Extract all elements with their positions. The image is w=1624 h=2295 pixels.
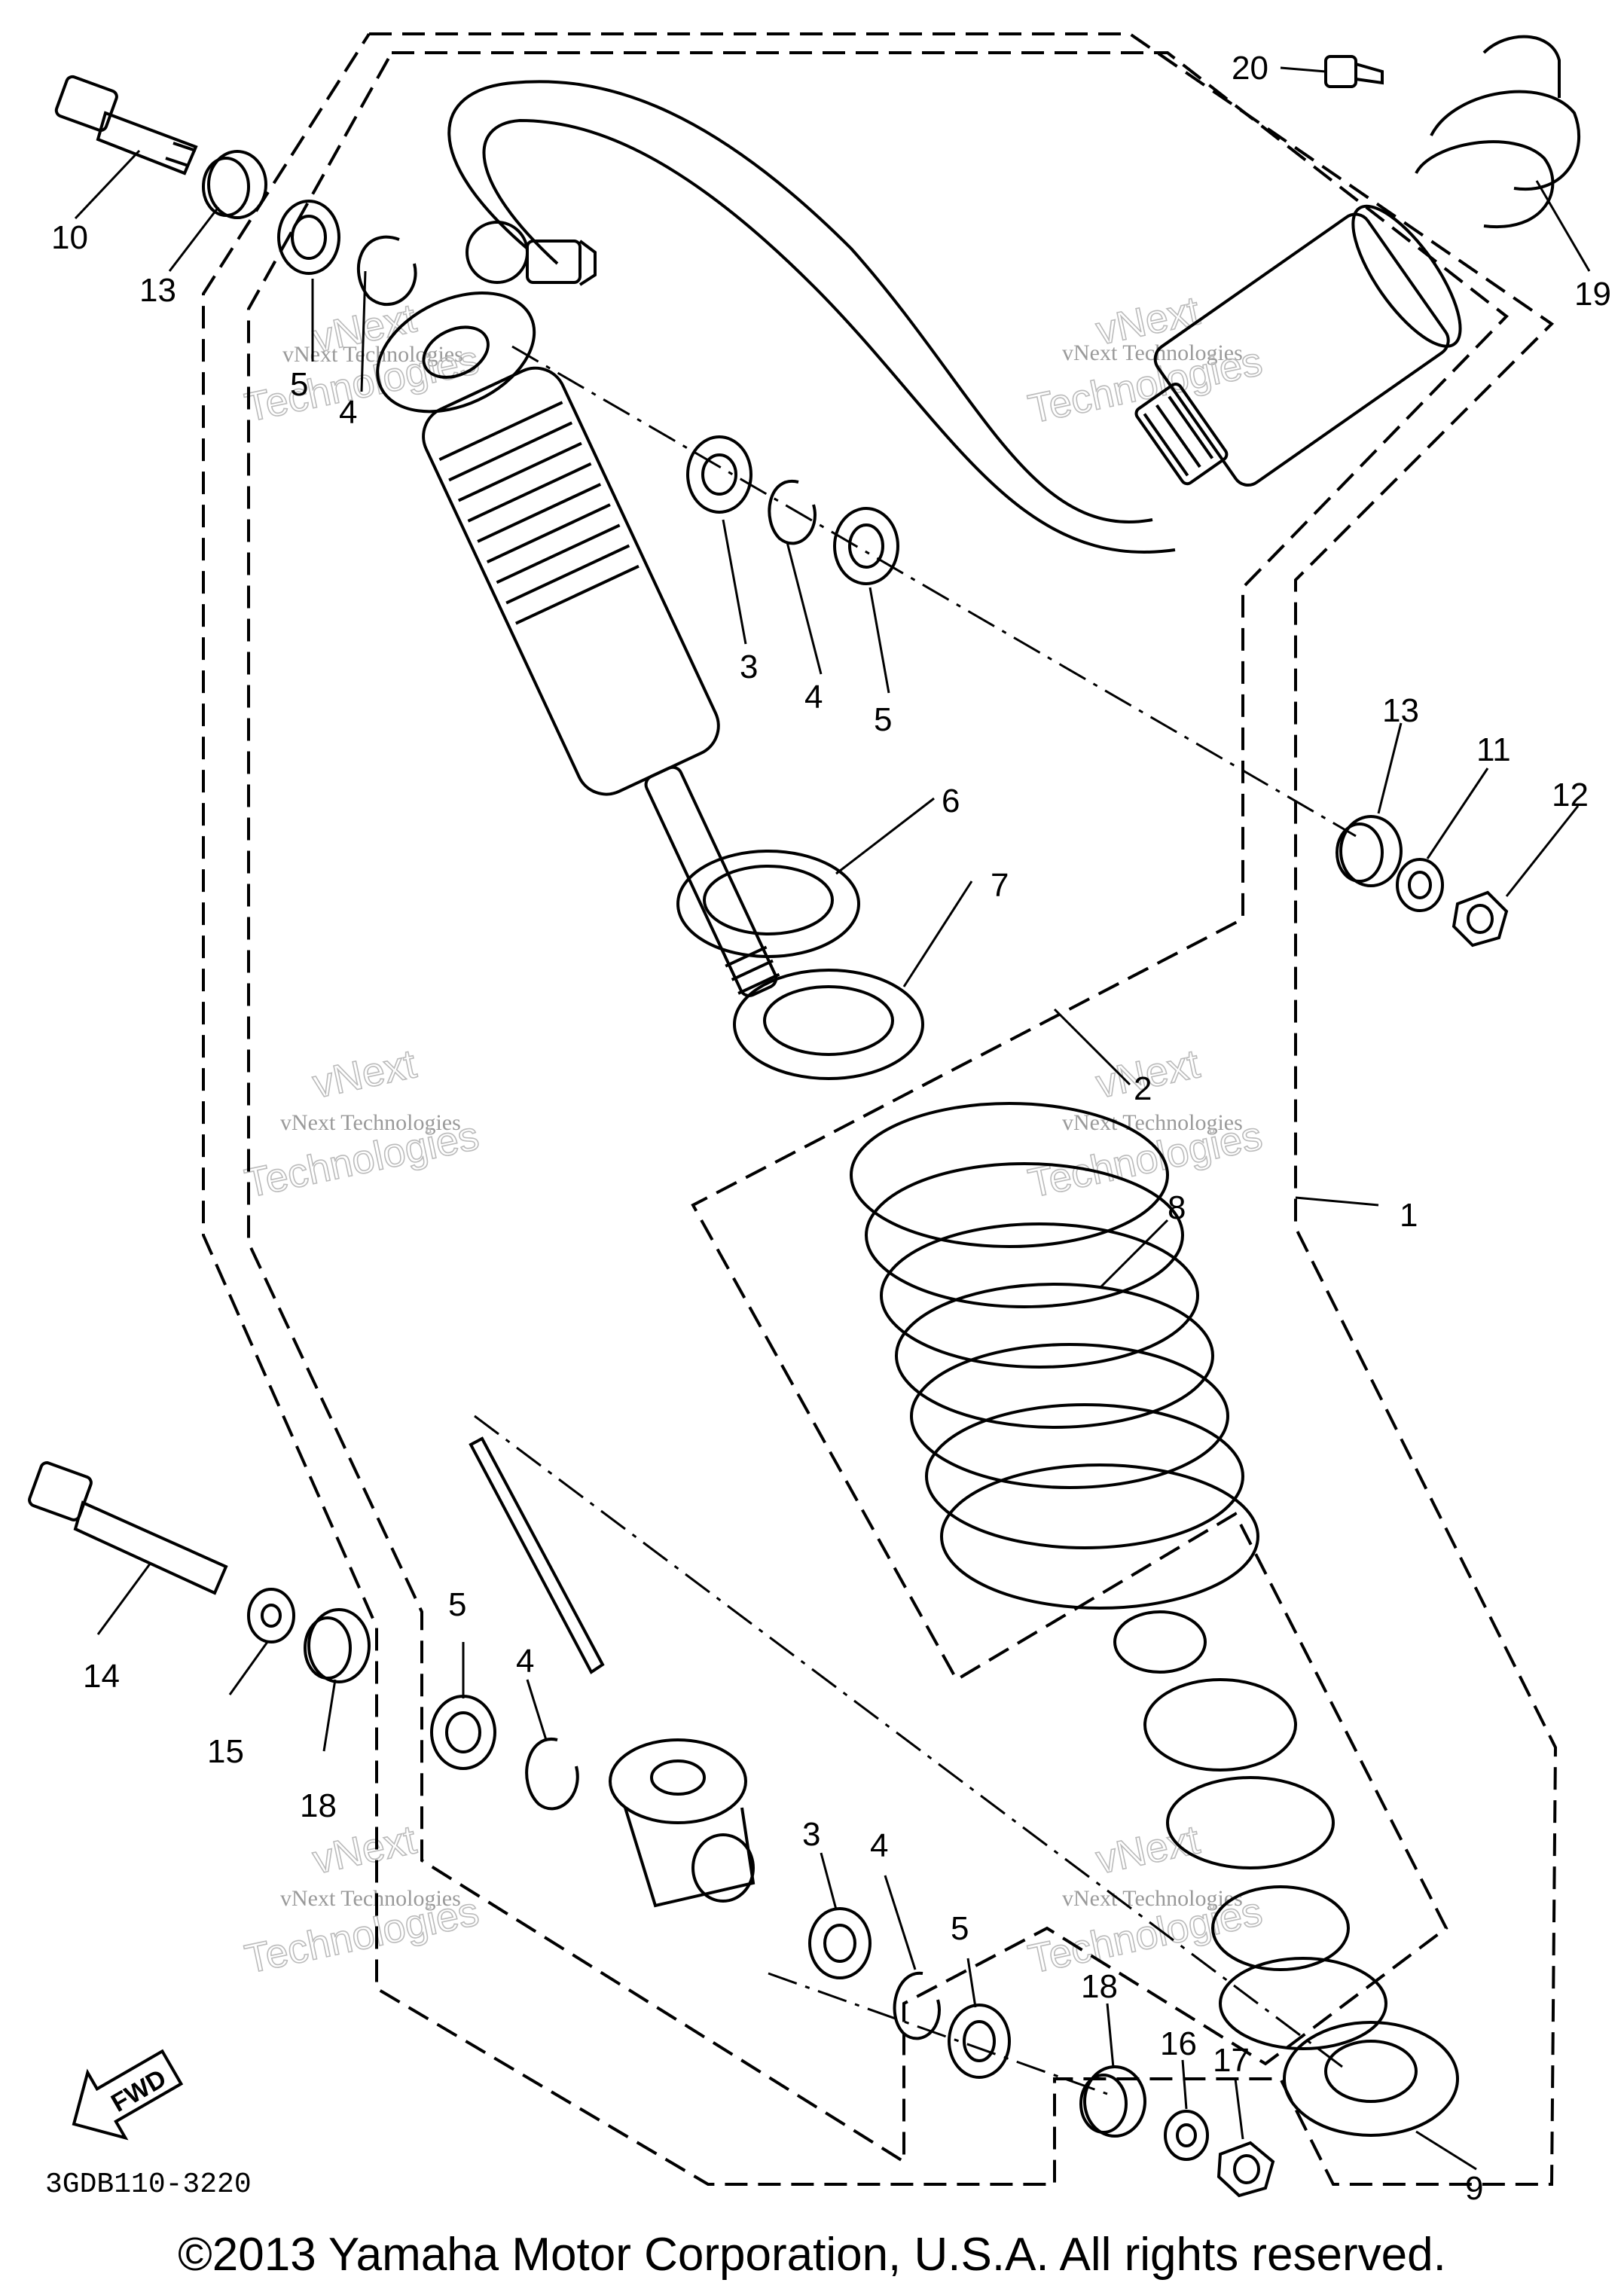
watermark-mid-left: vNext vNext Technologies Technologies <box>240 1041 483 1207</box>
part-20-bolt <box>1324 55 1384 88</box>
callout-3-bottom[interactable]: 3 <box>802 1816 820 1853</box>
part-19-band <box>1415 35 1581 229</box>
callout-17[interactable]: 17 <box>1213 2042 1250 2079</box>
callout-13-left[interactable]: 13 <box>139 272 176 309</box>
center-lines <box>474 345 1357 2095</box>
callout-4-bottom-left[interactable]: 4 <box>516 1643 534 1680</box>
callout-9[interactable]: 9 <box>1465 2170 1483 2207</box>
watermark-bottom-left: vNext vNext Technologies Technologies <box>240 1817 483 1983</box>
part-3-bushing-bottom <box>808 1907 872 1979</box>
adjuster-rings <box>676 850 924 1080</box>
part-4-circlip-top-left <box>356 235 417 307</box>
part-4-circlip-top <box>768 479 817 545</box>
lower-spring-seat-stack <box>1113 1610 1387 2050</box>
callout-13-right[interactable]: 13 <box>1382 692 1419 729</box>
svg-text:vNext Technologies: vNext Technologies <box>1062 340 1243 365</box>
svg-text:vNext: vNext <box>309 1041 420 1106</box>
part-13-collar-top-left <box>202 150 267 219</box>
lower-eye <box>609 1738 756 1908</box>
callout-18-bottom[interactable]: 18 <box>1081 1968 1118 2005</box>
callout-5-top-left[interactable]: 5 <box>290 366 308 403</box>
callout-12[interactable]: 12 <box>1552 777 1589 813</box>
part-17-nut <box>1216 2141 1275 2198</box>
callout-10[interactable]: 10 <box>51 219 88 256</box>
part-18-collar-bottom <box>1079 2065 1146 2138</box>
part-18-collar-left <box>304 1608 371 1683</box>
part-12-nut <box>1452 890 1509 948</box>
callout-3-top[interactable]: 3 <box>740 649 758 685</box>
assembly-1-boundary <box>202 32 1558 2186</box>
callout-1[interactable]: 1 <box>1400 1197 1418 1234</box>
svg-text:vNext Technologies: vNext Technologies <box>1062 1886 1243 1911</box>
callout-18-left[interactable]: 18 <box>300 1787 337 1824</box>
callout-5-bottom-left[interactable]: 5 <box>448 1586 466 1623</box>
part-7-locknut <box>733 969 924 1080</box>
callout-20[interactable]: 20 <box>1232 50 1268 87</box>
watermarks: vNext vNext Technologies Technologies vN… <box>240 288 1266 1983</box>
lower-mount-parts <box>28 1436 1275 2198</box>
part-14-bolt <box>28 1461 228 1595</box>
callout-7[interactable]: 7 <box>991 867 1009 904</box>
callout-2[interactable]: 2 <box>1134 1070 1152 1107</box>
part-5-seal-bottom <box>948 2004 1011 2079</box>
diagram-code: 3GDB110-3220 <box>45 2168 252 2201</box>
callout-11[interactable]: 11 <box>1476 731 1511 768</box>
part-13-collar-right <box>1336 815 1403 887</box>
callout-4-top-left[interactable]: 4 <box>339 394 357 431</box>
part-4-circlip-bottom-left <box>525 1737 579 1811</box>
part-11-washer <box>1396 858 1444 912</box>
watermark-mid-right: vNext vNext Technologies Technologies <box>1024 1041 1266 1207</box>
assembly-boundaries <box>202 32 1558 2186</box>
svg-text:vNext: vNext <box>309 1817 420 1882</box>
copyright-notice: ©2013 Yamaha Motor Corporation, U.S.A. A… <box>178 2229 1446 2281</box>
right-mount-parts <box>1336 815 1509 948</box>
reservoir-assembly <box>447 80 1462 554</box>
watermark-top-right: vNext vNext Technologies Technologies <box>1024 288 1266 433</box>
svg-text:vNext Technologies: vNext Technologies <box>280 1110 461 1135</box>
part-5-seal-top-left <box>277 200 340 275</box>
fwd-arrow: FWD <box>72 2049 184 2141</box>
part-16-washer <box>1164 2110 1209 2161</box>
callout-4-top[interactable]: 4 <box>804 679 823 716</box>
part-15-washer <box>247 1588 295 1643</box>
callout-8[interactable]: 8 <box>1168 1189 1186 1226</box>
part-5-seal-bottom-left <box>430 1695 496 1770</box>
shock-absorber-body <box>376 291 780 997</box>
callout-4-bottom[interactable]: 4 <box>870 1827 888 1864</box>
shaft-rod <box>469 1436 605 1674</box>
leader-lines <box>74 66 1591 2171</box>
callout-5-bottom[interactable]: 5 <box>951 1910 969 1947</box>
callout-15[interactable]: 15 <box>207 1733 244 1770</box>
part-8-coil-spring <box>850 1102 1259 1610</box>
part-6-ring-nut <box>676 850 860 958</box>
callout-14[interactable]: 14 <box>83 1658 120 1695</box>
part-9-spring-seat <box>1283 2021 1459 2137</box>
callout-19[interactable]: 19 <box>1574 276 1611 313</box>
callout-6[interactable]: 6 <box>942 783 960 819</box>
part-callouts: 1 2 3 3 4 4 4 4 5 5 5 5 6 7 8 9 10 11 12… <box>51 50 1611 2207</box>
part-5-seal-top <box>833 507 899 585</box>
part-3-bushing-top <box>686 435 752 514</box>
part-10-bolt <box>54 75 198 175</box>
callout-5-top[interactable]: 5 <box>874 701 892 738</box>
svg-text:vNext Technologies: vNext Technologies <box>280 1886 461 1911</box>
hose-fitting <box>466 221 597 286</box>
reservoir-hose <box>447 80 1153 523</box>
reservoir-tank <box>1134 204 1462 487</box>
callout-16[interactable]: 16 <box>1160 2025 1197 2062</box>
top-mount-parts <box>54 35 1581 585</box>
part-4-circlip-bottom <box>893 1971 941 2040</box>
assembly-2-boundary <box>247 51 1509 2165</box>
